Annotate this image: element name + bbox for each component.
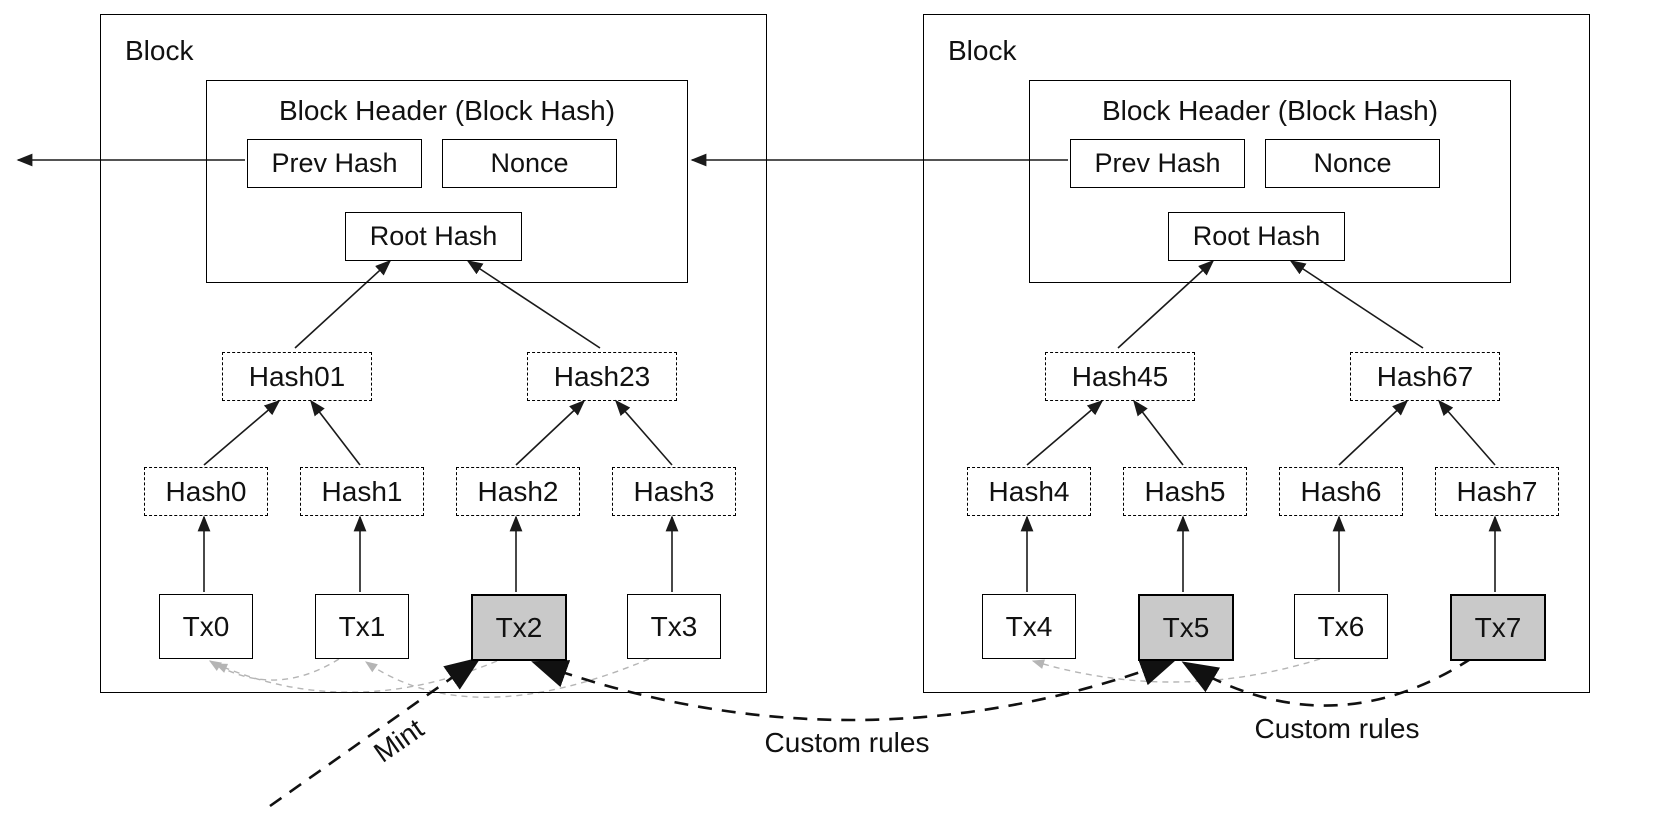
hash7-box: Hash7: [1435, 467, 1559, 516]
hash0-box: Hash0: [144, 467, 268, 516]
annotation-arrows: [269, 656, 1473, 808]
hash23-box: Hash23: [527, 352, 677, 401]
tx4-box: Tx4: [982, 594, 1076, 659]
block-1-header-title: Block Header (Block Hash): [278, 95, 616, 126]
custom-rules-label-right: Custom rules: [1254, 713, 1420, 744]
block-2-root-hash-box: Root Hash: [1168, 212, 1345, 261]
hash01-box: Hash01: [222, 352, 372, 401]
block-2-nonce-box: Nonce: [1265, 139, 1440, 188]
merkle-arrows-block2: [1020, 259, 1502, 592]
hash1-box: Hash1: [300, 467, 424, 516]
block-2-label: Block: [948, 35, 1017, 66]
hash2-box: Hash2: [456, 467, 580, 516]
block-1-prev-hash-box: Prev Hash: [247, 139, 422, 188]
block-2-prev-hash-box: Prev Hash: [1070, 139, 1245, 188]
block-2: Block Block Header (Block Hash) Prev Has…: [923, 14, 1590, 693]
merkle-arrows-block1: [197, 259, 679, 592]
mint-arrow: [269, 657, 482, 808]
block-1-header: Block Header (Block Hash) Prev Hash Nonc…: [206, 80, 688, 283]
tx1-box: Tx1: [315, 594, 409, 659]
hash45-box: Hash45: [1045, 352, 1195, 401]
tx3-box: Tx3: [627, 594, 721, 659]
block-2-header: Block Header (Block Hash) Prev Hash Nonc…: [1029, 80, 1511, 283]
tx5-box: Tx5: [1138, 594, 1234, 661]
custom-rules-label-left: Custom rules: [764, 727, 930, 758]
hash5-box: Hash5: [1123, 467, 1247, 516]
hash67-box: Hash67: [1350, 352, 1500, 401]
hash6-box: Hash6: [1279, 467, 1403, 516]
custom-rules-curve-tx7-tx5: [1181, 656, 1473, 707]
arc-tx1-to-tx0: [208, 658, 340, 681]
tx0-box: Tx0: [159, 594, 253, 659]
tx6-box: Tx6: [1294, 594, 1388, 659]
block-1-nonce-box: Nonce: [442, 139, 617, 188]
tx2-box: Tx2: [471, 594, 567, 661]
hash4-box: Hash4: [967, 467, 1091, 516]
block-2-header-title: Block Header (Block Hash): [1101, 95, 1439, 126]
tx7-box: Tx7: [1450, 594, 1546, 661]
block-1-label: Block: [125, 35, 194, 66]
block-1-root-hash-box: Root Hash: [345, 212, 522, 261]
block-1: Block Block Header (Block Hash) Prev Has…: [100, 14, 767, 693]
custom-rules-curve-tx2-tx5: [531, 658, 1177, 722]
hash3-box: Hash3: [612, 467, 736, 516]
